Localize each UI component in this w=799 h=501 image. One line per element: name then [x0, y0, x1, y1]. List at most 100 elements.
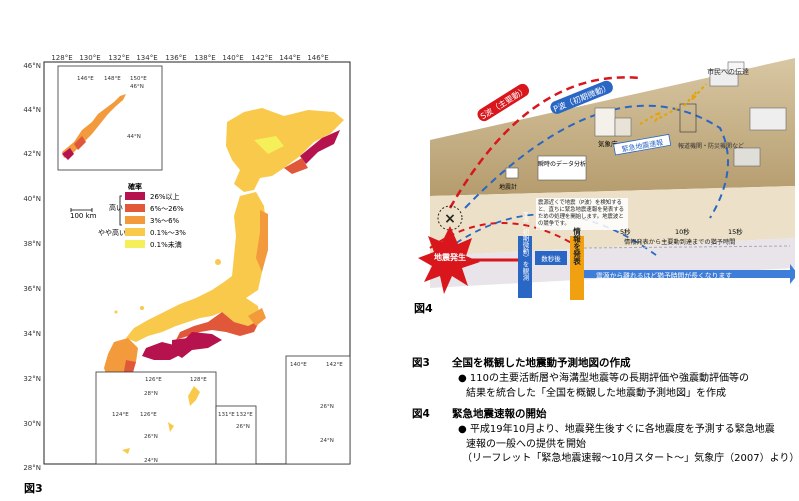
svg-text:148°E: 148°E: [104, 76, 121, 82]
caption-number: 図4: [412, 408, 430, 420]
svg-text:46°N: 46°N: [130, 84, 144, 90]
svg-text:124°E: 124°E: [112, 412, 129, 418]
svg-text:5秒: 5秒: [620, 227, 631, 236]
figure-captions: 図3 全国を概観した地震動予測地図の作成 ● 110の主要活断層や海溝型地震等の…: [412, 356, 799, 467]
svg-text:142°E: 142°E: [326, 362, 343, 368]
lat-label: 40°N: [23, 195, 41, 203]
svg-text:S波（主要動）: S波（主要動）: [478, 85, 528, 122]
svg-text:126°E: 126°E: [145, 377, 162, 383]
svg-text:×: ×: [444, 211, 456, 227]
legend-label: 0.1%〜3%: [150, 229, 186, 237]
svg-text:26°N: 26°N: [236, 424, 250, 430]
lon-label: 146°E: [307, 54, 328, 62]
caption-fig4-body: ● 平成19年10月より、地震発生後すぐに各地震度を予測する緊急地震 速報の一般…: [412, 423, 799, 467]
svg-text:24°N: 24°N: [320, 438, 334, 444]
svg-text:震源から離れるほど猶予時間が長くなります: 震源から離れるほど猶予時間が長くなります: [596, 271, 732, 280]
lon-label: 132°E: [108, 54, 129, 62]
svg-text:地震発生: 地震発生: [434, 252, 466, 262]
svg-text:132°E: 132°E: [236, 412, 253, 418]
svg-text:情報発表から主要動到達までの猶予時間: 情報発表から主要動到達までの猶予時間: [624, 238, 735, 246]
inset-southeast: 140°E 142°E 26°N 24°N: [285, 355, 351, 465]
lat-label: 44°N: [23, 106, 41, 114]
legend-swatch: [125, 240, 145, 248]
legend-group-high: 高い: [109, 203, 123, 212]
svg-text:44°N: 44°N: [127, 134, 141, 140]
svg-text:131°E: 131°E: [218, 412, 235, 418]
caption-fig4-header: 図4 緊急地震速報の開始: [412, 407, 797, 423]
seconds-later-tag: 数秒後: [535, 251, 567, 265]
epicenter-marker: ×: [437, 205, 463, 231]
agencies-label: 報道機関・防災機関など: [678, 142, 744, 150]
caption-line: 速報の一般への提供を開始: [466, 438, 586, 450]
legend-label: 3%〜6%: [150, 217, 180, 225]
caption-line: ● 110の主要活断層や海溝型地震等の長期評価や強震動評価等の: [458, 373, 749, 384]
svg-text:28°N: 28°N: [144, 391, 158, 397]
lat-label: 30°N: [23, 420, 41, 428]
svg-text:数秒後: 数秒後: [541, 254, 561, 263]
timeline: 5秒 10秒 15秒 情報発表から主要動到達までの猶予時間 震源から離れるほど猶…: [470, 227, 798, 284]
lon-label: 144°E: [279, 54, 300, 62]
lon-label: 138°E: [194, 54, 215, 62]
jma-building: 気象庁: [594, 107, 632, 148]
legend-swatch: [125, 216, 145, 224]
detection-note: 震源近くで地震（P波）を検知すると、直ちに緊急地震速報を発表するための処理を開始…: [536, 198, 628, 230]
eew-diagram: S波（主要動） P波（初期微動） 気象庁 市民への伝達 報道機関・防災機関など …: [410, 48, 798, 308]
eew-diagram-svg: S波（主要動） P波（初期微動） 気象庁 市民への伝達 報道機関・防災機関など …: [418, 58, 798, 300]
p-wave-arc: [464, 104, 729, 219]
inset-daito: 131°E 132°E 26°N: [215, 405, 257, 465]
caption-title: 緊急地震速報の開始: [452, 408, 547, 420]
lat-label: 42°N: [23, 150, 41, 158]
legend-title: 確率: [128, 182, 142, 191]
lat-label: 46°N: [23, 62, 41, 70]
lon-label: 134°E: [136, 54, 157, 62]
lon-label: 128°E: [51, 54, 72, 62]
lat-label: 28°N: [23, 464, 41, 472]
lon-label: 140°E: [222, 54, 243, 62]
svg-text:地震計: 地震計: [499, 183, 517, 191]
seismometer-station: 地震計: [499, 167, 519, 191]
announce-tag: 情報を発表: [570, 226, 584, 300]
legend-group-medium: やや高い: [98, 228, 126, 237]
svg-text:24°N: 24°N: [144, 458, 158, 464]
s-wave-arc: [448, 76, 641, 209]
lat-tick-labels: 46°N 44°N 42°N 40°N 38°N 36°N 34°N 32°N …: [23, 62, 41, 472]
signal-arrow: [639, 107, 679, 125]
scale-bar-label: 100 km: [70, 212, 97, 220]
svg-text:128°E: 128°E: [190, 377, 207, 383]
svg-text:140°E: 140°E: [290, 362, 307, 368]
seismic-hazard-map: 128°E 130°E 132°E 134°E 136°E 138°E 140°…: [22, 50, 360, 474]
data-analysis-box: 瞬時のデータ分析: [537, 155, 587, 181]
lon-label: 130°E: [79, 54, 100, 62]
lat-label: 38°N: [23, 240, 41, 248]
p-detect-tag: P波（初期微動）を観測: [518, 212, 532, 298]
caption-fig3-header: 図3 全国を概観した地震動予測地図の作成: [412, 356, 797, 372]
city-buildings: [679, 61, 787, 167]
legend-label: 0.1%未満: [150, 240, 182, 249]
svg-text:情報を発表: 情報を発表: [572, 226, 581, 266]
lat-label: 32°N: [23, 375, 41, 383]
svg-text:10秒: 10秒: [675, 227, 690, 236]
svg-text:150°E: 150°E: [130, 76, 147, 82]
svg-text:126°E: 126°E: [140, 412, 157, 418]
legend-swatch: [125, 228, 145, 236]
lon-tick-labels: 128°E 130°E 132°E 134°E 136°E 138°E 140°…: [51, 54, 328, 62]
caption-number: 図3: [412, 357, 430, 369]
svg-text:気象庁: 気象庁: [598, 139, 618, 148]
svg-text:26°N: 26°N: [320, 404, 334, 410]
legend-swatch: [125, 192, 145, 200]
probability-legend: 確率 100 km 高い やや高い 26%以上 6%〜26% 3%〜6% 0.1…: [70, 182, 186, 249]
svg-text:P波（初期微動）を観測: P波（初期微動）を観測: [521, 212, 529, 282]
lat-label: 34°N: [23, 330, 41, 338]
lon-label: 136°E: [165, 54, 186, 62]
citizens-label: 市民への伝達: [707, 67, 749, 76]
caption-line: （リーフレット「緊急地震速報〜10月スタート〜」気象庁（2007）より）: [462, 453, 799, 464]
svg-text:瞬時のデータ分析: 瞬時のデータ分析: [538, 160, 586, 168]
figure4-label: 図4: [414, 302, 433, 315]
svg-text:15秒: 15秒: [728, 227, 743, 236]
inset-northeast: 146°E 148°E 150°E 46°N 44°N: [57, 65, 163, 171]
legend-label: 26%以上: [150, 192, 180, 201]
lon-label: 142°E: [251, 54, 272, 62]
figure3-label: 図3: [24, 482, 43, 495]
caption-title: 全国を概観した地震動予測地図の作成: [452, 357, 631, 369]
caption-line: 結果を統合した「全国を概観した地震動予測地図」を作成: [466, 387, 726, 399]
